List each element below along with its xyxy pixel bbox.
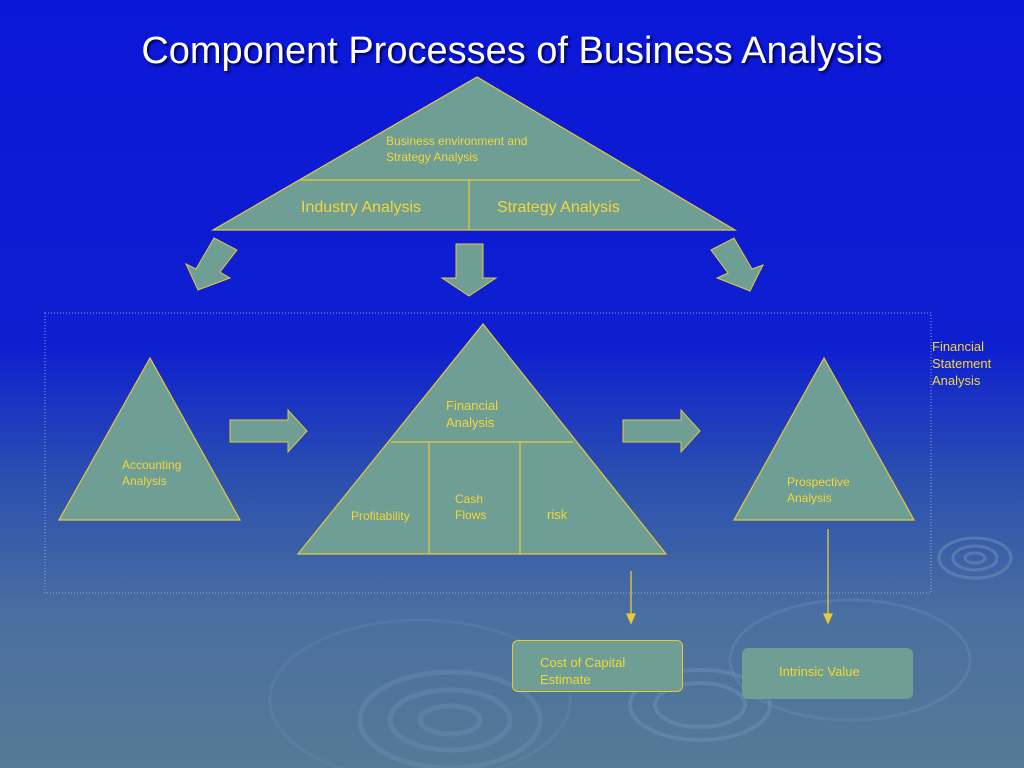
risk-label: risk	[547, 507, 568, 522]
business-strategy-triangle	[210, 76, 738, 231]
intrinsic-value-box: Intrinsic Value	[742, 648, 913, 699]
thin-arrows	[625, 529, 834, 625]
financial-statement-frame	[44, 312, 932, 594]
arrow-right-2	[622, 408, 701, 454]
prospective-triangle	[732, 356, 916, 521]
strategy-analysis-label: Strategy Analysis	[497, 199, 620, 216]
arrow-down-left	[184, 237, 238, 291]
flow-arrows	[184, 237, 765, 454]
accounting-analysis-label: Accounting Analysis	[122, 458, 182, 488]
arrow-down-right	[710, 237, 765, 292]
financial-statement-analysis-label: Financial Statement Analysis	[932, 339, 992, 388]
accounting-triangle	[57, 356, 242, 521]
prospective-analysis-label: Prospective Analysis	[787, 475, 850, 505]
page-title: Component Processes of Business Analysis	[141, 30, 883, 72]
arrow-down-center	[440, 243, 498, 297]
arrow-right-1	[229, 408, 308, 454]
industry-analysis-label: Industry Analysis	[301, 199, 422, 216]
cost-of-capital-label: Cost of Capital Estimate	[540, 655, 626, 687]
cash-flows-label: Cash Flows	[455, 492, 487, 522]
profitability-label: Profitability	[351, 509, 410, 523]
financial-analysis-triangle	[296, 323, 668, 555]
cost-of-capital-box: Cost of Capital Estimate	[512, 640, 683, 692]
business-environment-label: Business environment and Strategy Analys…	[386, 134, 528, 164]
water-ripples	[268, 536, 1013, 768]
financial-analysis-label: Financial Analysis	[446, 398, 499, 430]
intrinsic-value-label: Intrinsic Value	[779, 664, 860, 679]
